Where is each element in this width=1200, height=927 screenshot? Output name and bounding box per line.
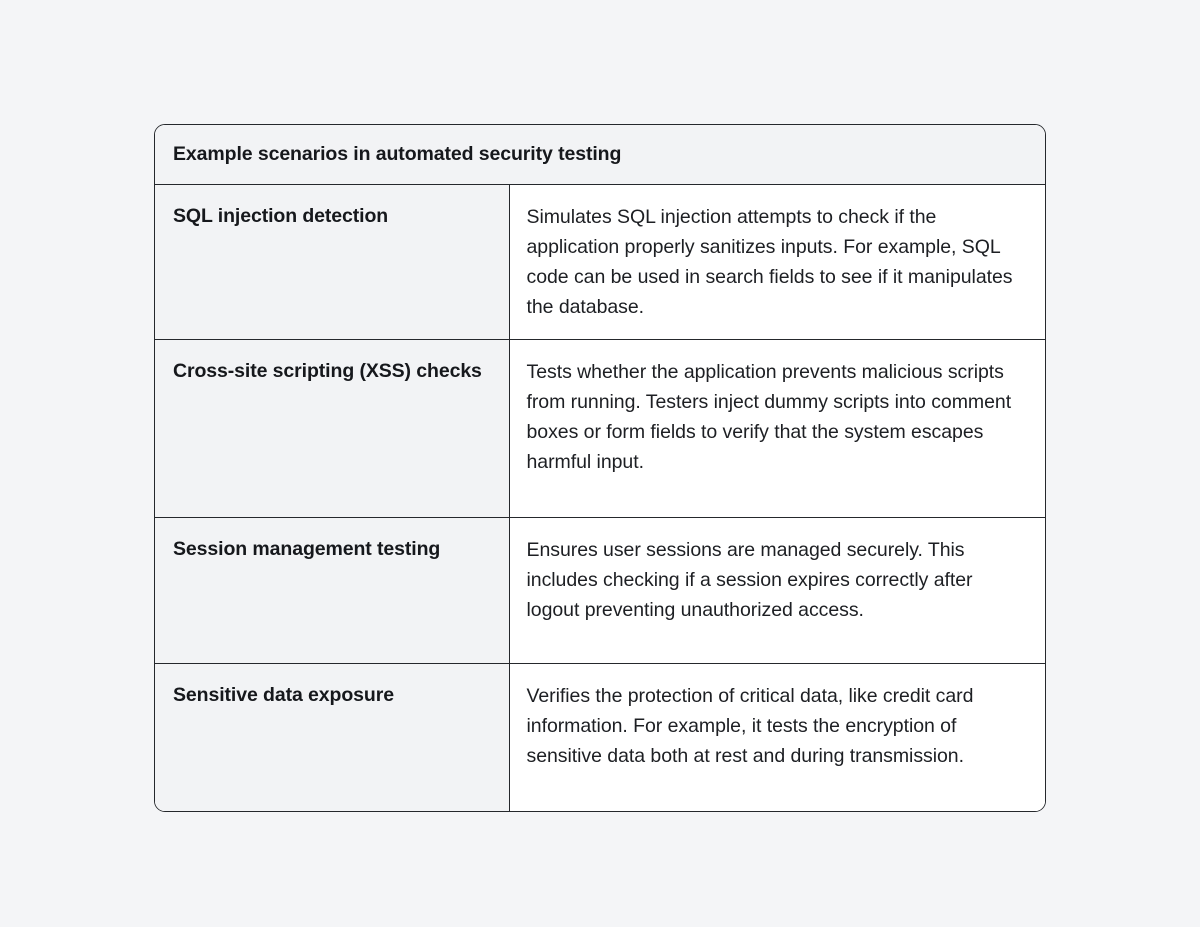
scenario-label: Sensitive data exposure	[155, 663, 510, 812]
table-caption-row: Example scenarios in automated security …	[155, 125, 1045, 186]
table-row: Session management testing Ensures user …	[155, 517, 1045, 665]
table-head: Example scenarios in automated security …	[155, 125, 1045, 186]
scenarios-table-container: Example scenarios in automated security …	[154, 124, 1046, 813]
scenario-label: Session management testing	[155, 517, 510, 665]
table-caption: Example scenarios in automated security …	[155, 125, 1045, 186]
scenario-description: Ensures user sessions are managed secure…	[509, 517, 1045, 665]
scenario-label: Cross-site scripting (XSS) checks	[155, 339, 510, 519]
table-row: Cross-site scripting (XSS) checks Tests …	[155, 339, 1045, 519]
scenario-label: SQL injection detection	[155, 184, 510, 341]
scenario-description: Tests whether the application prevents m…	[509, 339, 1045, 519]
scenario-description: Verifies the protection of critical data…	[509, 663, 1045, 812]
scenario-description: Simulates SQL injection attempts to chec…	[509, 184, 1045, 341]
table-row: SQL injection detection Simulates SQL in…	[155, 184, 1045, 341]
scenarios-table: Example scenarios in automated security …	[155, 125, 1045, 812]
table-row: Sensitive data exposure Verifies the pro…	[155, 663, 1045, 812]
table-body: SQL injection detection Simulates SQL in…	[155, 184, 1045, 812]
